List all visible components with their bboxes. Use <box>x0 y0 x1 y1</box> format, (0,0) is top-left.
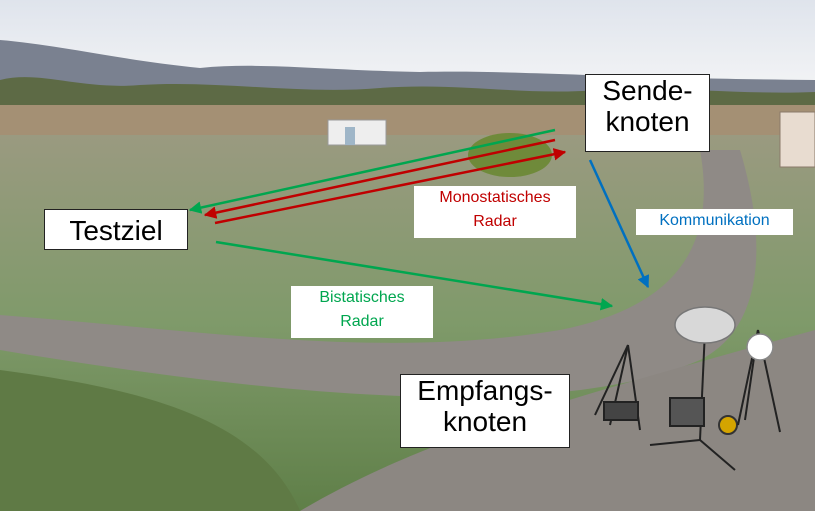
right-building <box>779 111 815 168</box>
communication-label: Kommunikation <box>636 209 793 235</box>
receiver-equipment <box>594 306 781 471</box>
send-node-label: Sende- knoten <box>585 74 710 152</box>
shed <box>327 119 387 146</box>
test-target-label: Testziel <box>44 209 188 250</box>
foreground-grass <box>0 370 300 511</box>
bi-radar-label: Bistatisches Radar <box>291 286 433 338</box>
mono-arrow-out <box>214 148 567 225</box>
mono-arrow-in <box>203 138 556 219</box>
receive-node-label: Empfangs- knoten <box>400 374 570 448</box>
communication-arrow <box>588 159 650 289</box>
gravel-path <box>0 150 757 398</box>
bistatic-arrow-outgoing <box>215 240 614 311</box>
mono-radar-label: Monostatisches Radar <box>414 186 576 238</box>
bistatic-arrow-incoming <box>188 128 556 214</box>
